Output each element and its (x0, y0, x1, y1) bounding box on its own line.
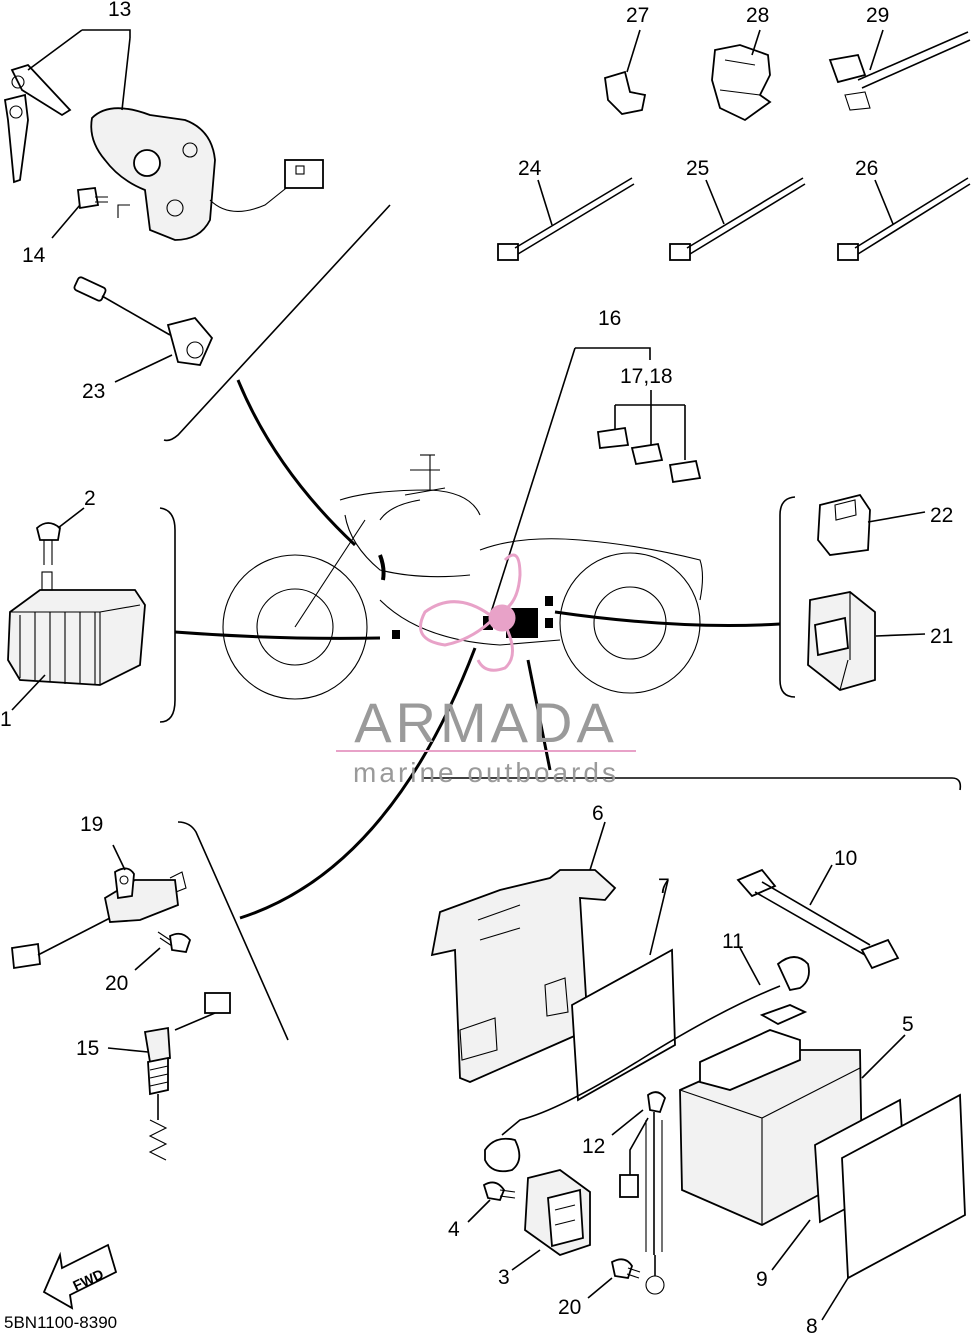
part-28-clamp (711, 29, 772, 122)
callout-20-bottom: 20 (558, 1296, 581, 1319)
part-21-relay (807, 591, 926, 691)
callout-17-18: 17,18 (620, 365, 673, 388)
fwd-arrow-icon: FWD (42, 1243, 118, 1310)
callout-27: 27 (626, 4, 649, 27)
callout-8: 8 (806, 1315, 818, 1334)
part-24-cable-tie (497, 177, 635, 261)
part-12-cable (611, 1091, 667, 1295)
part-22-relay (817, 493, 926, 556)
part-19-switch (11, 844, 187, 970)
callout-16: 16 (598, 307, 621, 330)
callout-21: 21 (930, 625, 953, 648)
watermark-brand: ARMADA (354, 691, 618, 754)
callout-7: 7 (658, 875, 670, 898)
callout-11: 11 (722, 930, 744, 953)
callout-25: 25 (686, 157, 709, 180)
part-26-cable-tie (837, 177, 971, 261)
part-6-bracket (430, 821, 617, 1083)
part-27-clip (604, 29, 647, 115)
callout-5: 5 (902, 1013, 914, 1036)
part-20-screw-lower (587, 1258, 641, 1299)
part-23-sensor (73, 276, 214, 366)
callout-2: 2 (84, 487, 96, 510)
part-3-relay (511, 1169, 591, 1271)
callout-4: 4 (448, 1218, 460, 1241)
callout-20-left: 20 (105, 972, 128, 995)
callout-15: 15 (76, 1037, 99, 1060)
part-15-sensor (107, 992, 231, 1161)
callout-29: 29 (866, 4, 889, 27)
callout-19: 19 (80, 813, 103, 836)
callout-9: 9 (756, 1268, 768, 1291)
callout-24: 24 (518, 157, 542, 180)
part-7-pad (571, 879, 676, 1102)
part-20-screw (134, 931, 192, 971)
part-29-band (828, 29, 971, 111)
part-10-band (736, 864, 900, 970)
part-8-pad (821, 1093, 966, 1321)
drawing-code: 5BN1100-8390 (4, 1313, 117, 1332)
part-13-main-switch (3, 63, 324, 241)
callout-12: 12 (582, 1135, 605, 1158)
callout-22: 22 (930, 504, 953, 527)
callout-28: 28 (746, 4, 769, 27)
group-brackets (159, 204, 962, 1041)
motorcycle-silhouette (222, 454, 704, 700)
callout-6: 6 (592, 802, 604, 825)
part-2-bolt (35, 522, 61, 565)
callout-1: 1 (0, 708, 12, 731)
part-1-regulator (7, 571, 146, 686)
part-4-screw (467, 1181, 516, 1223)
fuse-group-17-18 (575, 347, 702, 484)
callout-23: 23 (82, 380, 105, 403)
callout-14: 14 (22, 244, 46, 267)
callout-26: 26 (855, 157, 878, 180)
callout-13: 13 (108, 0, 131, 21)
watermark-tagline: marine outboards (353, 757, 619, 788)
callout-10: 10 (834, 847, 857, 870)
watermark-logo-icon (419, 553, 522, 672)
part-25-cable-tie (669, 177, 806, 261)
callout-3: 3 (498, 1266, 510, 1289)
watermark: ARMADA marine outboards (336, 553, 636, 788)
part-11-lead (484, 947, 810, 1173)
